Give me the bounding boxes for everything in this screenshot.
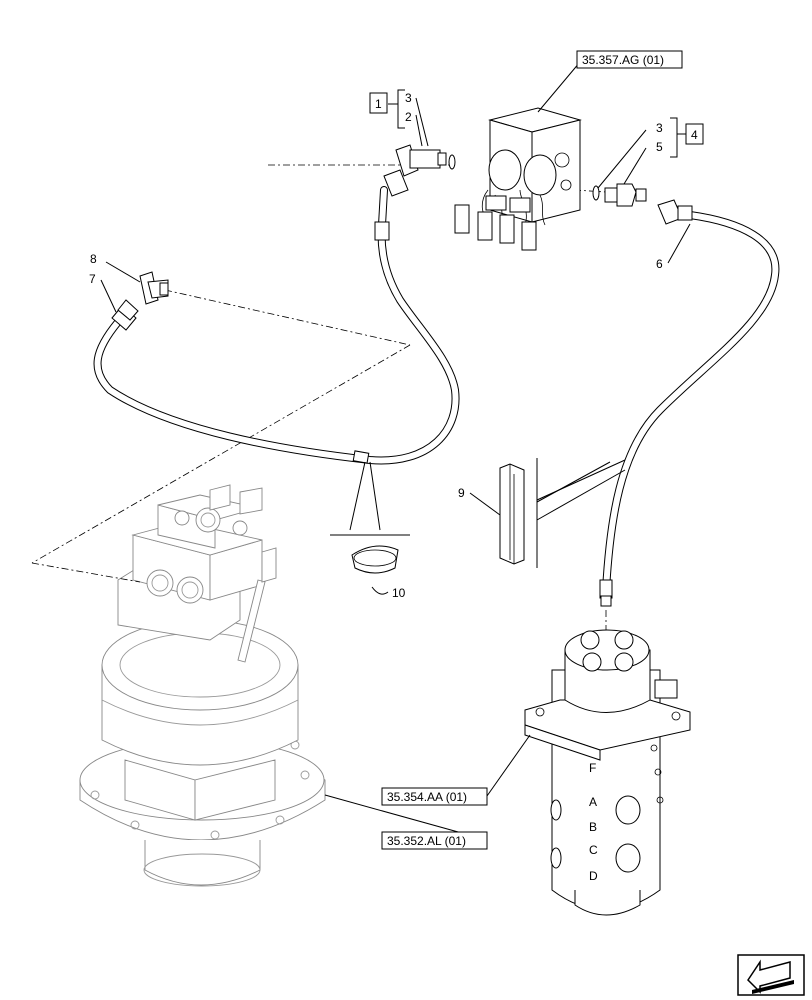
projection-lines: [31, 164, 607, 648]
o-ring-3-left: [448, 154, 456, 170]
fitting-5-adapter: [604, 183, 647, 207]
callout-1: 1: [375, 97, 382, 111]
fitting-2-elbow: [383, 144, 447, 197]
fitting-8-elbow: [139, 271, 169, 305]
callout-3-left: 3: [405, 91, 412, 105]
clip-9: [499, 458, 626, 568]
ref-swivel-joint[interactable]: 35.354.AA (01): [387, 790, 467, 804]
swivel-joint: F A B C D: [524, 579, 691, 916]
callout-3-right: 3: [656, 121, 663, 135]
bracket-right: [670, 117, 686, 158]
callout-8: 8: [90, 252, 97, 266]
bracket-left: [388, 89, 405, 129]
callout-9: 9: [458, 486, 465, 500]
swing-motor: [79, 484, 326, 887]
port-letter-f: F: [589, 761, 596, 775]
leader-lines: [100, 61, 691, 841]
hose-6-end: [657, 199, 693, 225]
callout-5: 5: [656, 140, 663, 154]
ref-swing-motor[interactable]: 35.352.AL (01): [387, 834, 466, 848]
navigation-arrow-icon[interactable]: [737, 954, 805, 996]
port-letter-c: C: [589, 843, 598, 857]
callout-10: 10: [392, 586, 406, 600]
hose-left: [93, 186, 460, 465]
port-letter-a: A: [589, 795, 597, 809]
valve-block: [454, 107, 582, 251]
port-letter-b: B: [589, 820, 597, 834]
fitting-7: [111, 299, 139, 331]
port-letter-d: D: [589, 869, 598, 883]
o-ring-3-right: [592, 185, 600, 201]
callout-2: 2: [405, 110, 412, 124]
band-10: [330, 461, 410, 574]
ref-valve-block[interactable]: 35.357.AG (01): [582, 53, 664, 67]
callout-4: 4: [691, 128, 698, 142]
callout-6: 6: [656, 257, 663, 271]
hose-right: [602, 211, 780, 594]
callout-7: 7: [89, 272, 96, 286]
